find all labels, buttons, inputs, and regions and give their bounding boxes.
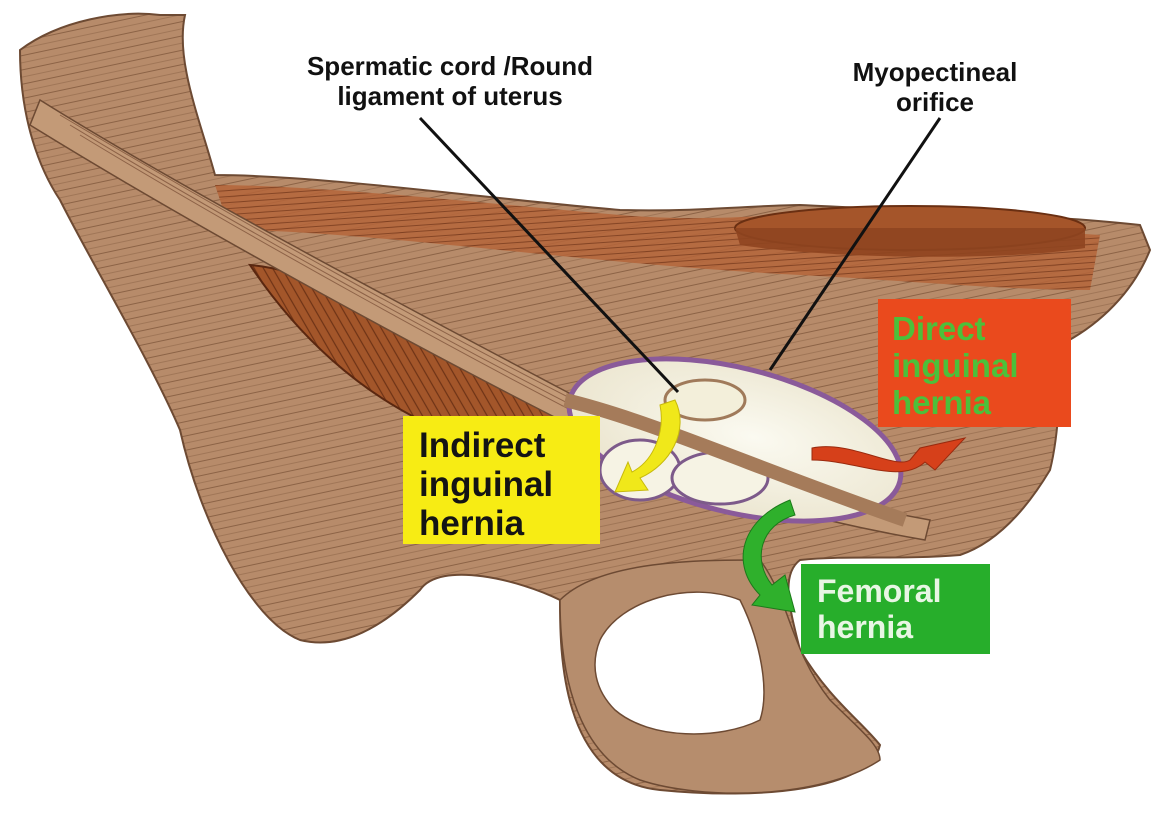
direct-label-line-2: inguinal [892, 348, 1071, 385]
indirect-label-line-1: Indirect [419, 426, 600, 465]
direct-label-line-1: Direct [892, 311, 1071, 348]
spermatic-cord-label-line-1: Spermatic cord /Round [235, 52, 665, 82]
indirect-inguinal-hernia-box: Indirect inguinal hernia [403, 416, 600, 544]
indirect-label-line-3: hernia [419, 504, 600, 543]
myopectineal-label-line-2: orifice [790, 88, 1080, 118]
femoral-hernia-box: Femoral hernia [801, 564, 990, 654]
indirect-label-line-2: inguinal [419, 465, 600, 504]
myopectineal-label-line-1: Myopectineal [790, 58, 1080, 88]
spermatic-cord-label-line-2: ligament of uterus [235, 82, 665, 112]
spermatic-cord-label: Spermatic cord /Round ligament of uterus [235, 52, 665, 112]
direct-inguinal-hernia-box: Direct inguinal hernia [878, 299, 1071, 427]
direct-label-line-3: hernia [892, 385, 1071, 422]
femoral-label-line-2: hernia [817, 610, 990, 646]
myopectineal-orifice-label: Myopectineal orifice [790, 58, 1080, 118]
femoral-label-line-1: Femoral [817, 574, 990, 610]
